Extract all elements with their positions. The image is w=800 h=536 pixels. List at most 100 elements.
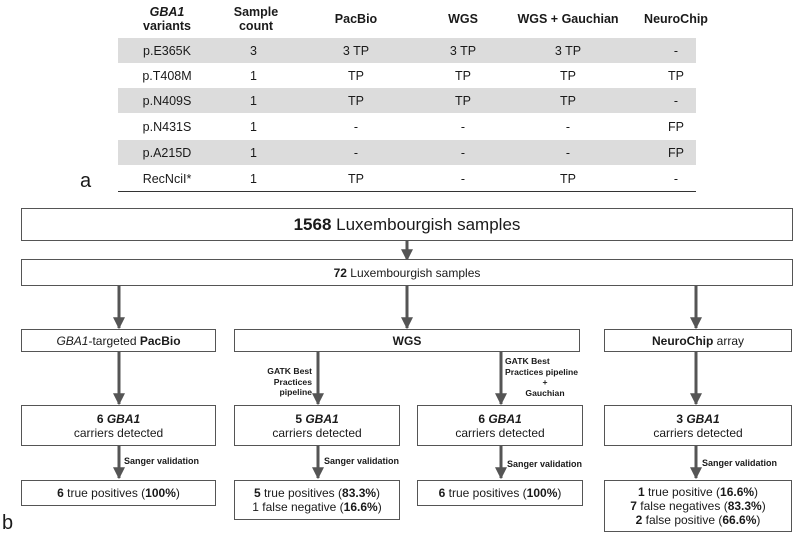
subset-samples-box: 72 Luxembourgish samples <box>21 259 793 286</box>
header-wgs-gauchian: WGS + Gauchian <box>517 12 619 26</box>
wgs-pipeline-left-line1: GATK Best <box>267 366 312 376</box>
wgs-left-fn-pct: 16.6% <box>343 500 378 514</box>
total-samples-text: Luxembourgish samples <box>331 214 521 234</box>
cell-neurochip: - <box>673 93 679 108</box>
table-row: p.N409S 1 TP TP TP - <box>118 88 696 113</box>
cell-count: 3 <box>250 43 257 58</box>
neurochip-detected-gene: GBA1 <box>686 411 720 426</box>
table-row: p.N431S 1 - - - FP <box>118 114 696 139</box>
wgs-right-detected-count: 6 <box>478 411 485 426</box>
wgs-right-validation-label: Sanger validation <box>507 459 583 469</box>
neurochip-detected-text: carriers detected <box>653 425 743 440</box>
neurochip-fp-text: false positive ( <box>642 513 723 527</box>
wgs-pipeline-left-label: GATK Best Practices pipeline <box>240 366 312 398</box>
total-samples-number: 1568 <box>293 214 332 234</box>
cell-neurochip: TP <box>668 68 684 83</box>
wgs-pipeline-left-line2: Practices pipeline <box>273 376 312 398</box>
header-variants-gene: GBA1 <box>149 5 185 19</box>
header-count-line1: Sample <box>233 5 279 19</box>
pacbio-result-text: true positives ( <box>63 486 146 500</box>
pacbio-result-pct: 100% <box>145 486 176 500</box>
cell-wgs: - <box>460 119 466 134</box>
neurochip-fn-text: false negatives ( <box>636 499 728 513</box>
neurochip-tp-count: 1 <box>637 485 645 499</box>
pacbio-detected-gene: GBA1 <box>106 411 141 426</box>
wgs-left-detected-gene: GBA1 <box>305 411 339 426</box>
cell-wgs-gauchian: - <box>565 145 571 160</box>
pacbio-title-method: PacBio <box>139 333 181 348</box>
wgs-right-tp-text: true positives ( <box>445 486 527 500</box>
header-variants-text: variants <box>143 19 191 33</box>
wgs-pipeline-right-line1: GATK Best <box>505 356 550 366</box>
table-row: p.T408M 1 TP TP TP TP <box>118 63 696 88</box>
neurochip-result-box: 1 true positive (16.6%) 7 false negative… <box>604 480 792 532</box>
wgs-right-detected-gene: GBA1 <box>488 411 522 426</box>
pacbio-result-count: 6 <box>57 486 64 500</box>
cell-variant: p.E365K <box>143 43 191 58</box>
wgs-left-tp-close: ) <box>376 486 381 500</box>
neurochip-title-method: NeuroChip <box>651 333 714 348</box>
neurochip-validation-label: Sanger validation <box>702 458 778 468</box>
cell-count: 1 <box>250 171 257 186</box>
cell-wgs: - <box>460 145 466 160</box>
cell-variant: RecNciI* <box>142 171 192 186</box>
cell-wgs-gauchian: TP <box>560 93 576 108</box>
wgs-left-tp-count: 5 <box>253 486 261 500</box>
cell-count: 1 <box>250 68 257 83</box>
neurochip-tp-text: true positive ( <box>644 485 721 499</box>
wgs-left-fn-close: ) <box>377 500 382 514</box>
cell-wgs-gauchian: TP <box>560 171 576 186</box>
cell-wgs-gauchian: TP <box>560 68 576 83</box>
cell-pacbio: - <box>353 145 359 160</box>
neurochip-method-box: NeuroChip array <box>604 329 792 352</box>
header-neurochip: NeuroChip <box>644 12 708 26</box>
wgs-pipeline-right-label: GATK Best Practices pipeline + Gauchian <box>505 356 585 398</box>
pacbio-result-close: ) <box>175 486 180 500</box>
cell-pacbio: TP <box>348 93 364 108</box>
cell-pacbio: - <box>353 119 359 134</box>
subset-samples-number: 72 <box>333 265 347 280</box>
cell-pacbio: 3 TP <box>342 43 370 58</box>
pacbio-detected-count: 6 <box>96 411 104 426</box>
table-row: RecNciI* 1 TP - TP - <box>118 166 696 191</box>
wgs-method-box: WGS <box>234 329 580 352</box>
neurochip-detected-count: 3 <box>676 411 683 426</box>
cell-variant: p.T408M <box>142 68 192 83</box>
cell-wgs: 3 TP <box>449 43 477 58</box>
cell-neurochip: - <box>673 43 679 58</box>
cell-variant: p.A215D <box>142 145 192 160</box>
neurochip-tp-pct: 16.6% <box>720 485 755 499</box>
wgs-left-detected-text: carriers detected <box>272 425 362 440</box>
pacbio-validation-label: Sanger validation <box>124 456 200 466</box>
pacbio-method-box: GBA1-targeted PacBio <box>21 329 216 352</box>
wgs-left-fn-text: 1 false negative ( <box>252 500 344 514</box>
cell-pacbio: TP <box>348 68 364 83</box>
pacbio-title-mid: -targeted <box>88 333 140 348</box>
cell-wgs-gauchian: - <box>565 119 571 134</box>
cell-wgs: - <box>460 171 466 186</box>
cell-wgs: TP <box>455 93 471 108</box>
neurochip-fn-count: 7 <box>630 499 637 513</box>
wgs-pipeline-right-line2: Practices pipeline <box>505 366 579 377</box>
cell-variant: p.N409S <box>142 93 192 108</box>
neurochip-title-rest: array <box>713 333 745 348</box>
panel-label-a: a <box>80 170 92 192</box>
pacbio-detected-text: carriers detected <box>73 425 164 440</box>
wgs-left-tp-pct: 83.3% <box>342 486 377 500</box>
cell-count: 1 <box>250 145 257 160</box>
wgs-right-tp-close: ) <box>557 486 562 500</box>
neurochip-detected-box: 3 GBA1 carriers detected <box>604 405 792 446</box>
wgs-pipeline-right-plus: + <box>542 377 548 387</box>
subset-samples-text: Luxembourgish samples <box>346 265 481 280</box>
wgs-right-detected-text: carriers detected <box>455 425 545 440</box>
pacbio-title-gene: GBA1 <box>56 333 89 348</box>
cell-wgs-gauchian: 3 TP <box>554 43 582 58</box>
wgs-left-detected-count: 5 <box>295 411 302 426</box>
cell-count: 1 <box>250 93 257 108</box>
cell-wgs: TP <box>455 68 471 83</box>
total-samples-box: 1568 Luxembourgish samples <box>21 208 793 241</box>
wgs-title: WGS <box>392 333 422 348</box>
